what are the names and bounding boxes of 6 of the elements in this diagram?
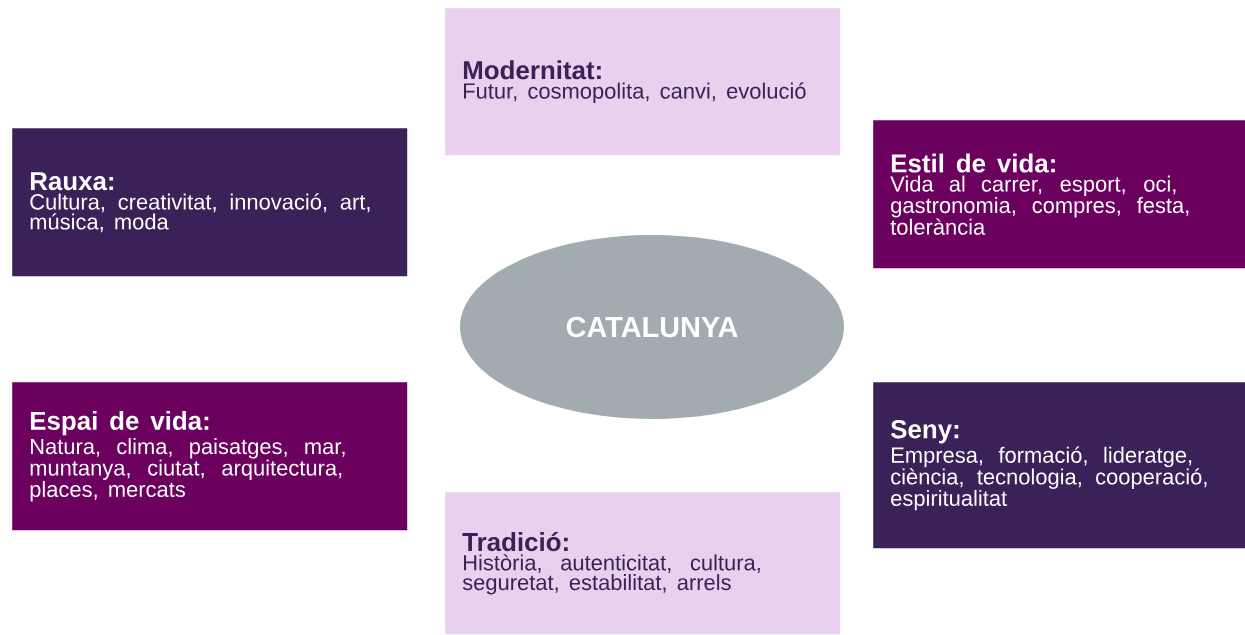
text-box: Seny: Empresa, formació, lideratge, ciència, tecnologia, cooperació, espiritualitat <box>873 382 1245 549</box>
text-box: Modernitat: Futur, cosmopolita, canvi, evolució <box>445 8 841 156</box>
text-box: Tradició: Història, autenticitat, cultura, seguretat, estabilitat, arrels <box>445 492 841 635</box>
text-box: Estil de vida: Vida al carrer, esport, oci, gastronomia, compres, festa, tolerància <box>873 120 1245 269</box>
text-box: Rauxa: Cultura, creativitat, innovació, art, música, moda <box>12 128 408 277</box>
text-box: Espai de vida: Natura, clima, paisatges, mar, muntanya, ciutat, arquitectura, places, mercats <box>12 382 408 531</box>
